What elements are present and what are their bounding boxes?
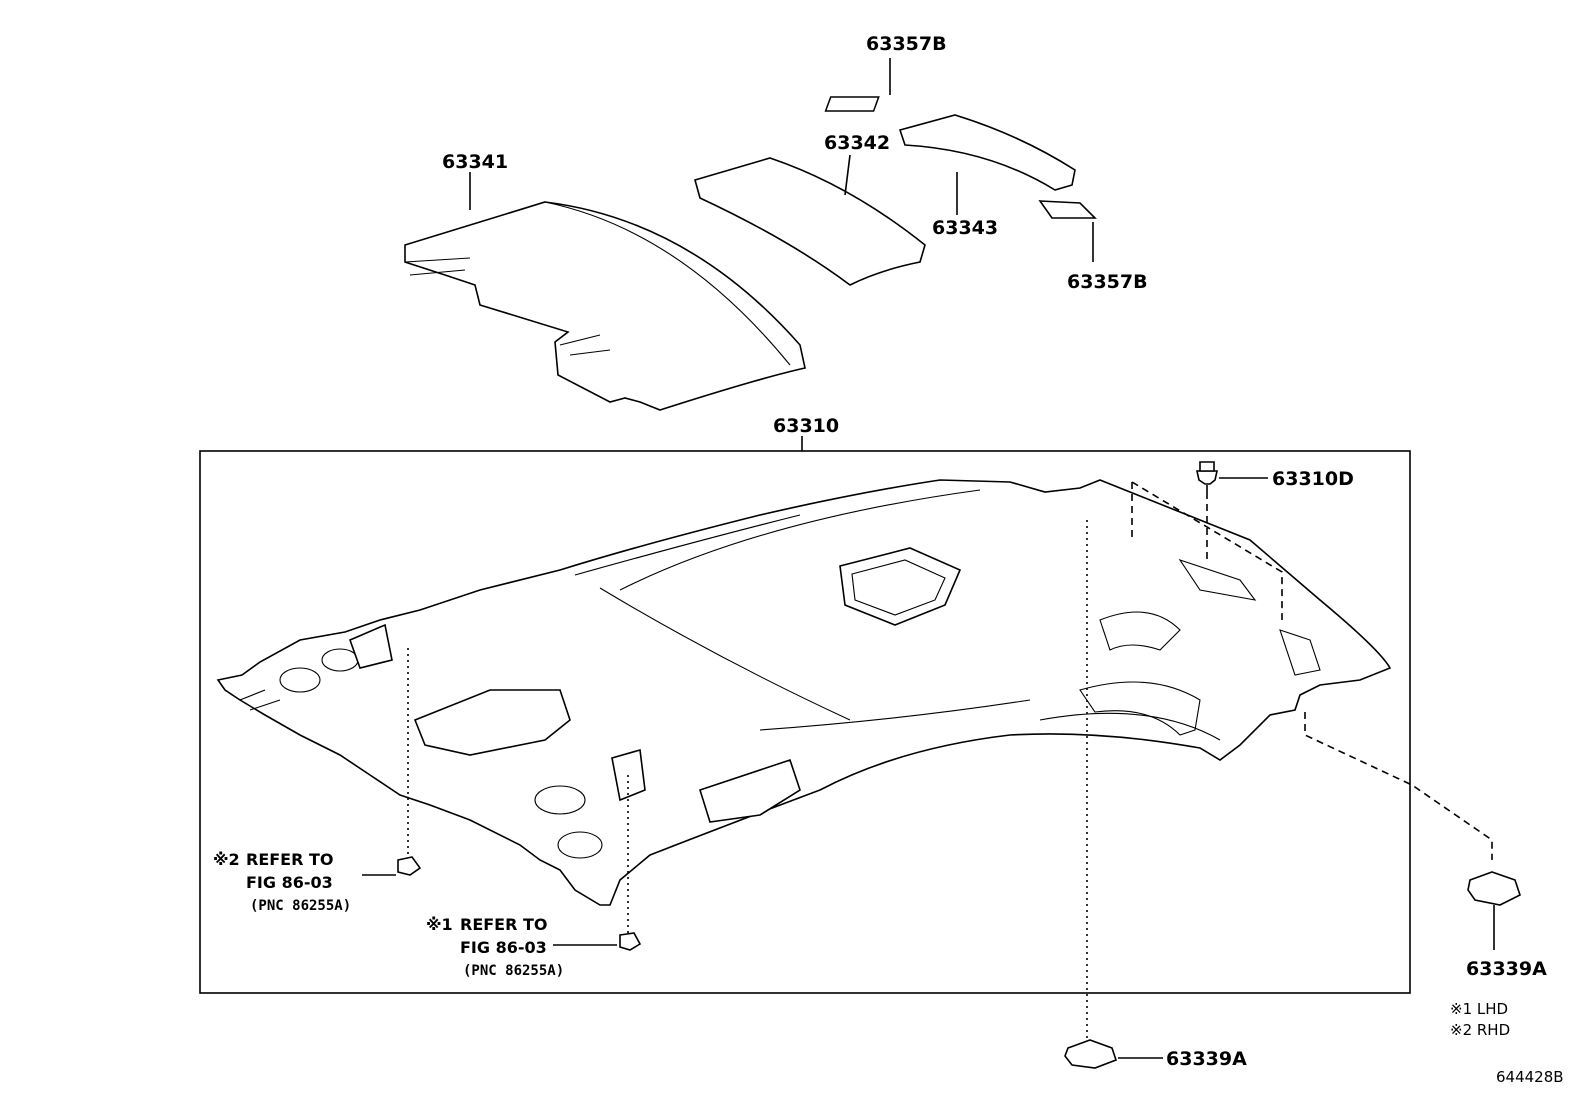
- pad-63342: [694, 157, 926, 286]
- rhd-pnc-text: (PNC 86255A): [250, 898, 351, 914]
- label-63339A-right: 63339A: [1466, 958, 1547, 980]
- assembly-box-63310: [199, 450, 1411, 994]
- label-63343: 63343: [932, 217, 998, 239]
- lamp-63339A-bottom: [1064, 1039, 1118, 1069]
- legend-lhd: ※1 LHD: [1450, 1000, 1508, 1018]
- label-63357B-top: 63357B: [866, 33, 947, 55]
- headliner-63310: [216, 479, 1392, 906]
- label-63357B-bottom: 63357B: [1067, 271, 1148, 293]
- lhd-mark: ※1: [426, 915, 453, 934]
- pad-63357B-bottom: [1038, 200, 1097, 219]
- label-63310D: 63310D: [1272, 468, 1354, 490]
- clip-rhd-ref: [397, 856, 422, 876]
- figure-id: 644428B: [1496, 1068, 1564, 1086]
- label-63342: 63342: [824, 132, 890, 154]
- label-63339A-bottom: 63339A: [1166, 1048, 1247, 1070]
- label-63310: 63310: [773, 415, 839, 437]
- rhd-fig-text: FIG 86-03: [246, 873, 333, 892]
- lhd-pnc-text: (PNC 86255A): [463, 963, 564, 979]
- pad-63341: [404, 201, 806, 411]
- lhd-refer-text: REFER TO: [460, 915, 548, 934]
- pad-63343: [898, 114, 1076, 191]
- pad-63357B-top: [824, 96, 880, 112]
- lhd-fig-text: FIG 86-03: [460, 938, 547, 957]
- clip-63310D: [1196, 461, 1218, 485]
- legend-rhd: ※2 RHD: [1450, 1021, 1510, 1039]
- rhd-refer-text: REFER TO: [246, 850, 334, 869]
- lamp-63339A-right: [1467, 871, 1521, 906]
- rhd-mark: ※2: [213, 850, 240, 869]
- label-63341: 63341: [442, 151, 508, 173]
- clip-lhd-ref: [619, 932, 642, 951]
